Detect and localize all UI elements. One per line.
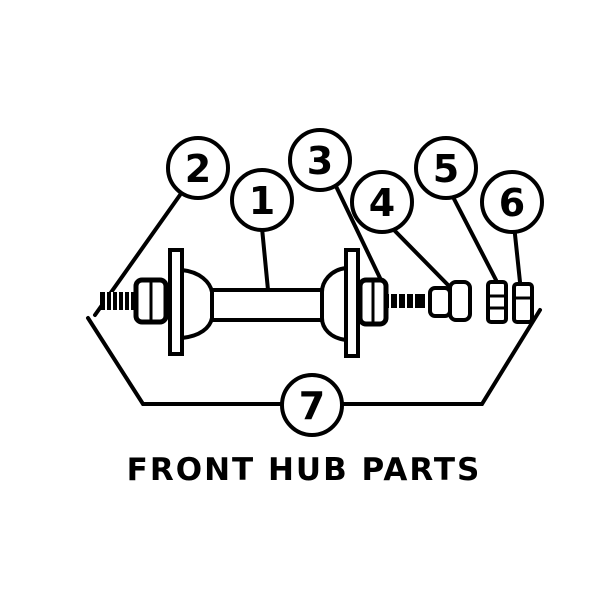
callout-6: 6 xyxy=(480,170,544,234)
callout-5-number: 5 xyxy=(433,147,459,191)
callout-1-number: 1 xyxy=(249,179,275,223)
callout-7: 7 xyxy=(280,373,344,437)
leader-6 xyxy=(512,223,522,284)
callout-3-number: 3 xyxy=(307,139,333,183)
hub-shell xyxy=(168,248,360,358)
callout-1: 1 xyxy=(230,168,294,232)
right-cone xyxy=(357,277,389,327)
left-cone-nut xyxy=(133,277,169,325)
callout-6-number: 6 xyxy=(499,181,525,225)
callout-4: 4 xyxy=(350,170,414,234)
callout-2: 2 xyxy=(166,136,230,200)
leader-7-bracket xyxy=(86,316,287,406)
callout-7-number: 7 xyxy=(299,384,325,428)
callout-3: 3 xyxy=(288,128,352,192)
callout-4-number: 4 xyxy=(369,181,395,225)
callout-5: 5 xyxy=(414,136,478,200)
callout-2-number: 2 xyxy=(185,147,211,191)
leader-5 xyxy=(450,193,498,282)
leader-1 xyxy=(260,226,270,292)
washer-part xyxy=(428,280,472,322)
nut-part-6 xyxy=(512,282,534,324)
nut-part-5 xyxy=(486,280,508,324)
leader-3 xyxy=(331,178,382,280)
leader-4 xyxy=(392,228,450,287)
leader-7-bracket-right xyxy=(336,308,542,406)
diagram-caption: FRONT HUB PARTS xyxy=(126,452,482,488)
